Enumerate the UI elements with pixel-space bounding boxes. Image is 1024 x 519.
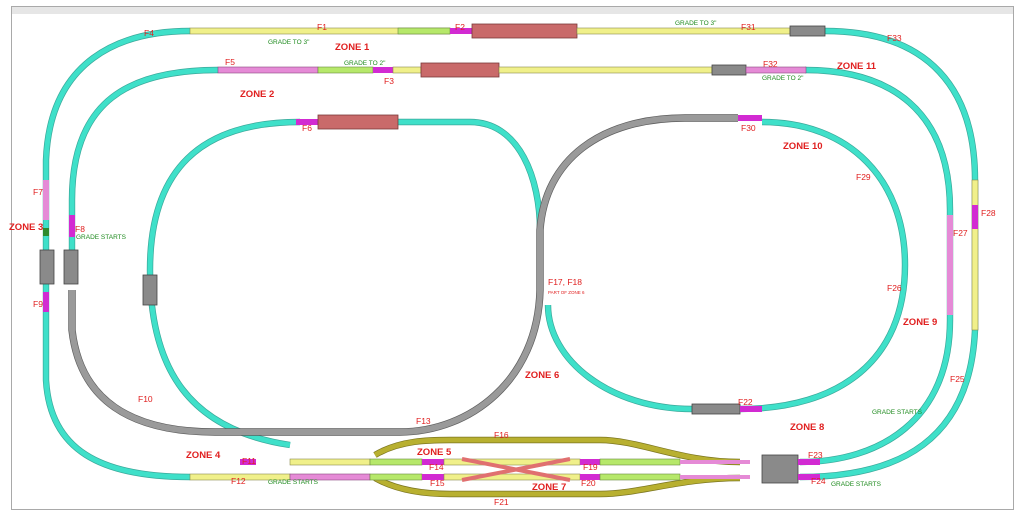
top-straight-zone-2 <box>217 62 807 78</box>
grade-to-3-right: GRADE TO 3" <box>675 20 717 27</box>
feeder-f6-label: F6 <box>302 123 312 133</box>
feeder-f22-label: F22 <box>738 397 753 407</box>
feeder-f8-label: F8 <box>75 224 85 234</box>
feeder-f25-label: F25 <box>950 374 965 384</box>
feeder-f10-label: F10 <box>138 394 153 404</box>
feeder-f28-label: F28 <box>981 208 996 218</box>
turnout-left-a <box>39 249 55 285</box>
zone-9-label: ZONE 9 <box>903 317 937 328</box>
zone-11-label: ZONE 11 <box>837 61 877 72</box>
turnout-inner-left <box>142 274 158 306</box>
grade-notes: GRADE TO 3" GRADE TO 3" GRADE TO 2" GRAD… <box>76 20 923 488</box>
feeder-f7-label: F7 <box>33 187 43 197</box>
feeder-f26-label: F26 <box>887 283 902 293</box>
grade-to-2-right: GRADE TO 2" <box>762 75 804 82</box>
feeder-f32-label: F32 <box>763 59 778 69</box>
turnout-top-right <box>789 25 826 37</box>
zone-7-label: ZONE 7 <box>532 482 566 493</box>
bottom-yard <box>189 436 820 498</box>
top-bar <box>12 7 1013 14</box>
turnout-zone-8 <box>691 403 741 415</box>
feeder-f30-section <box>738 115 762 121</box>
inner-left-oval <box>146 118 544 449</box>
feeder-f21-label: F21 <box>494 497 509 507</box>
feeder-f14-section <box>422 459 444 465</box>
turnout-zone-11 <box>711 64 747 76</box>
grade-starts-left: GRADE STARTS <box>76 234 127 241</box>
feeder-f23-label: F23 <box>808 450 823 460</box>
feeder-f20-section <box>580 474 600 480</box>
zone-1-label: ZONE 1 <box>335 42 370 53</box>
feeder-f19-section <box>580 459 600 465</box>
grade-to-3-left: GRADE TO 3" <box>268 39 310 46</box>
part-of-zone-6-note: PART OF ZONE 6 <box>548 290 585 295</box>
feeder-f27-label: F27 <box>953 228 968 238</box>
zone-6-label: ZONE 6 <box>525 370 559 381</box>
feeder-f15-label: F15 <box>430 478 445 488</box>
zone-labels: ZONE 1 ZONE 2 ZONE 3 ZONE 4 ZONE 5 ZONE … <box>9 42 937 493</box>
feeder-f11-section <box>240 459 256 465</box>
right-verticals <box>691 179 979 415</box>
feeder-f28-section <box>972 205 978 229</box>
feeder-f33-label: F33 <box>887 33 902 43</box>
bridge-zone-1 <box>471 23 578 39</box>
double-track-main <box>68 114 738 436</box>
zone-2-label: ZONE 2 <box>240 89 274 100</box>
grade-to-2-left: GRADE TO 2" <box>344 60 386 67</box>
feeder-labels: F1 F2 F3 F4 F5 F6 F7 F8 F9 F10 F11 F12 F… <box>33 22 996 507</box>
outer-loop <box>42 27 979 481</box>
grade-starts-right: GRADE STARTS <box>872 409 923 416</box>
feeder-f23-section <box>798 459 820 465</box>
inner-right-oval <box>544 118 909 413</box>
zone-8-label: ZONE 8 <box>790 422 824 433</box>
grade-starts-bottom-left: GRADE STARTS <box>268 479 319 486</box>
feeder-f6-section <box>296 119 318 125</box>
feeder-f1-label: F1 <box>317 22 327 32</box>
feeder-f17-f18-label: F17, F18 <box>548 277 582 287</box>
feeder-f7-section <box>43 180 49 220</box>
feeder-f13-label: F13 <box>416 416 431 426</box>
bridge-zone-2 <box>420 62 500 78</box>
bridge-zone-inner <box>317 114 399 130</box>
feeder-f8-section <box>69 215 75 237</box>
zone-4-label: ZONE 4 <box>186 450 221 461</box>
feeder-f11-label: F11 <box>242 456 256 466</box>
left-verticals <box>39 180 158 312</box>
feeder-f12-label: F12 <box>231 476 246 486</box>
turnout-bottom-right <box>761 454 799 484</box>
feeder-f19-label: F19 <box>583 462 598 472</box>
feeder-f9-section <box>43 292 49 312</box>
feeder-f20-label: F20 <box>581 478 596 488</box>
feeder-f3-label: F3 <box>384 76 394 86</box>
feeder-f14-label: F14 <box>429 462 444 472</box>
grade-starts-bottom-right: GRADE STARTS <box>831 481 882 488</box>
zone-10-label: ZONE 10 <box>783 141 823 152</box>
feeder-f4-label: F4 <box>144 28 154 38</box>
top-straight-zone-1 <box>189 23 826 39</box>
crossover-x <box>461 457 571 482</box>
feeder-f30-label: F30 <box>741 123 756 133</box>
feeder-f24-section <box>798 474 820 480</box>
feeder-f31-label: F31 <box>741 22 756 32</box>
feeder-f9-label: F9 <box>33 299 43 309</box>
inner-top-bridge <box>296 114 762 130</box>
feeder-f27-section <box>947 215 953 315</box>
feeder-f16-label: F16 <box>494 430 509 440</box>
zone-5-label: ZONE 5 <box>417 447 452 458</box>
canvas-border <box>11 6 1014 510</box>
feeder-f2-section <box>450 28 472 34</box>
zone-3-label: ZONE 3 <box>9 222 43 233</box>
feeder-f24-label: F24 <box>811 476 826 486</box>
feeder-f15-section <box>422 474 444 480</box>
feeder-f29-label: F29 <box>856 172 871 182</box>
feeder-f5-label: F5 <box>225 57 235 67</box>
turnout-left-b <box>63 249 79 285</box>
feeder-f2-label: F2 <box>455 22 465 32</box>
feeder-f22-section <box>740 406 762 412</box>
feeder-f3-section <box>373 67 393 73</box>
